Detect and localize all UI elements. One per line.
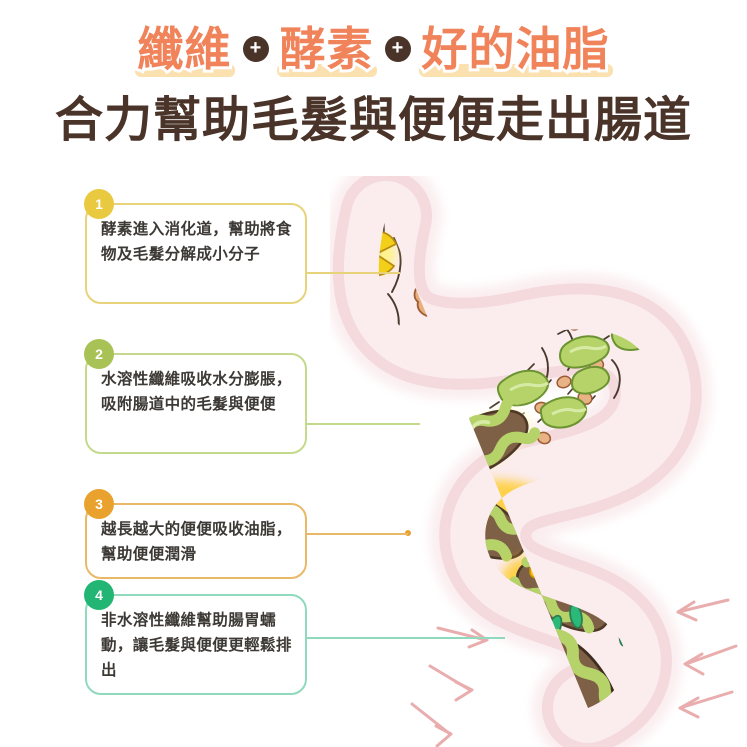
enzyme-pacman [378,230,398,277]
callout-box-3[interactable]: 3 越長越大的便便吸收油脂，幫助便便潤滑 [84,489,307,579]
plus-icon-1: + [242,36,269,62]
peristalsis-arrows [410,598,738,747]
step-badge-2: 2 [84,339,114,369]
peristalsis-arrow [428,664,474,702]
callout-box-4[interactable]: 4 非水溶性纖維幫助腸胃蠕動，讓毛髮與便便更輕鬆排出 [84,580,307,695]
leader-dot-3 [405,530,411,536]
enzyme-pacman [504,216,546,244]
plus-icon-2: + [384,36,411,62]
title-word-good-oil: 好的油脂 [418,20,613,78]
title-line-1: 纖維 + 酵素 + 好的油脂 [0,20,747,78]
peristalsis-arrow [683,644,738,676]
fiber-strand [539,396,588,429]
step-badge-4: 4 [84,580,114,610]
title-block: 纖維 + 酵素 + 好的油脂 合力幫助毛髮與便便走出腸道 [0,0,747,175]
title-line-2: 合力幫助毛髮與便便走出腸道 [51,91,694,151]
step-badge-3: 3 [84,489,114,519]
callout-text-1: 酵素進入消化道，幫助將食物及毛髮分解成小分子 [101,221,292,263]
intestine-diagram [330,176,738,747]
peristalsis-arrow [410,702,453,747]
leader-line-1 [305,272,400,274]
callout-box-2[interactable]: 2 水溶性纖維吸收水分膨脹，吸附腸道中的毛髮與便便 [84,339,307,454]
leader-line-2 [305,423,420,425]
leader-line-4 [305,637,505,639]
step-badge-1: 1 [84,189,114,219]
leader-line-3 [305,533,408,535]
peristalsis-arrow [676,598,730,622]
title-word-enzyme: 酵素 [276,20,377,78]
callout-text-2: 水溶性纖維吸收水分膨脹，吸附腸道中的毛髮與便便 [101,371,292,413]
fiber-strand [570,366,610,395]
title-word-fiber: 纖維 [134,20,235,78]
callout-text-3: 越長越大的便便吸收油脂，幫助便便潤滑 [101,521,292,563]
peristalsis-arrow [678,690,734,719]
callout-box-1[interactable]: 1 酵素進入消化道，幫助將食物及毛髮分解成小分子 [84,189,307,304]
callout-text-4: 非水溶性纖維幫助腸胃蠕動，讓毛髮與便便更輕鬆排出 [101,612,292,679]
enzyme-pacman [570,237,612,280]
fiber-strand [559,335,610,369]
